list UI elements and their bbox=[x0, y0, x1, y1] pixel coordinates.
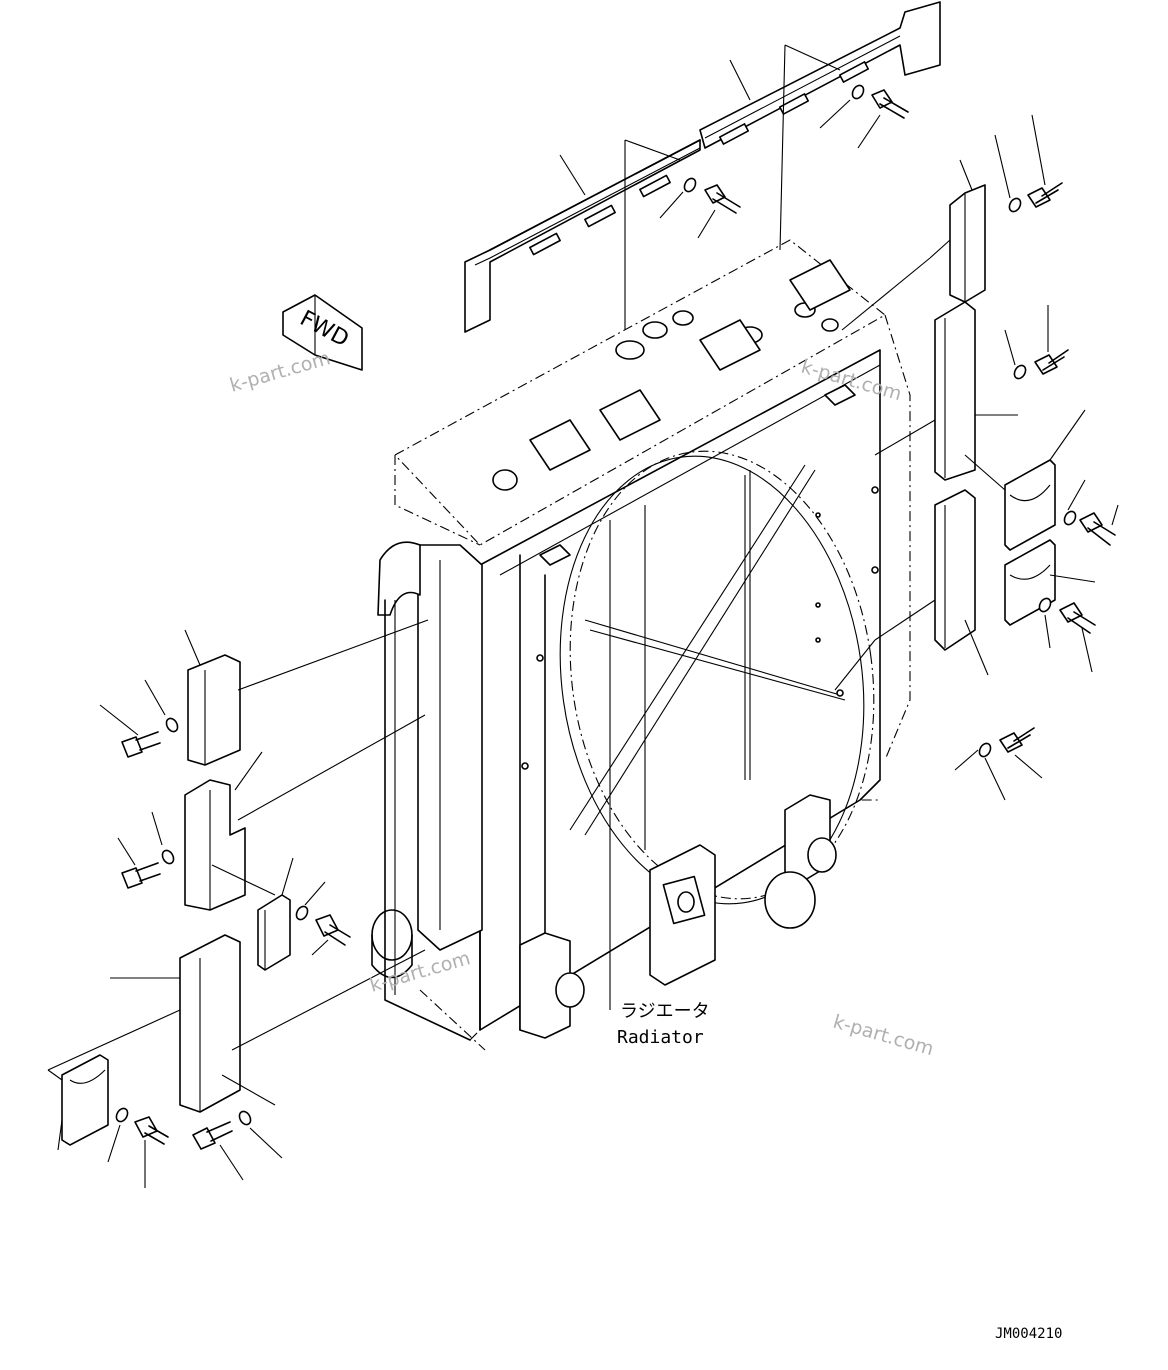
left-bolt-mid bbox=[117, 811, 175, 889]
left-bolt-bottom-2 bbox=[192, 1110, 283, 1181]
right-bolt-bracket-upper bbox=[1063, 479, 1119, 546]
left-bolt-small bbox=[295, 881, 351, 956]
left-plate-upper bbox=[184, 619, 429, 766]
right-bolt-bottom bbox=[954, 727, 1043, 801]
right-bracket-lower bbox=[1004, 539, 1096, 626]
top-cover-front bbox=[464, 139, 701, 333]
top-cover-leaders bbox=[559, 44, 841, 330]
top-bolt-1 bbox=[819, 84, 909, 149]
right-bolt-upper bbox=[994, 114, 1063, 213]
watermark: k-part.com bbox=[831, 1011, 937, 1061]
watermark: k-part.com bbox=[227, 347, 333, 397]
right-bolt-mid bbox=[1004, 305, 1069, 380]
left-plate-lower bbox=[47, 934, 426, 1113]
right-bracket-upper bbox=[964, 409, 1086, 551]
top-cover-rear bbox=[699, 1, 941, 149]
top-bolt-2 bbox=[659, 177, 741, 239]
radiator-label-jp: ラジエータ bbox=[620, 1001, 710, 1022]
left-bolt-upper bbox=[99, 679, 179, 758]
right-plate-mid bbox=[874, 301, 1018, 481]
drawing-code: JM004210 bbox=[995, 1326, 1062, 1342]
left-bracket-bottom bbox=[47, 1054, 109, 1151]
fwd-tag: FWD bbox=[282, 294, 363, 371]
left-plate-mid bbox=[184, 714, 426, 911]
left-bolt-bottom-1 bbox=[107, 1107, 169, 1188]
right-bolt-bracket-lower bbox=[1038, 597, 1096, 673]
radiator-body bbox=[371, 239, 911, 1051]
left-bracket-small bbox=[257, 857, 294, 971]
right-plate-upper bbox=[841, 159, 986, 331]
right-plate-lower bbox=[834, 489, 989, 691]
radiator-label-en: Radiator bbox=[617, 1027, 704, 1048]
